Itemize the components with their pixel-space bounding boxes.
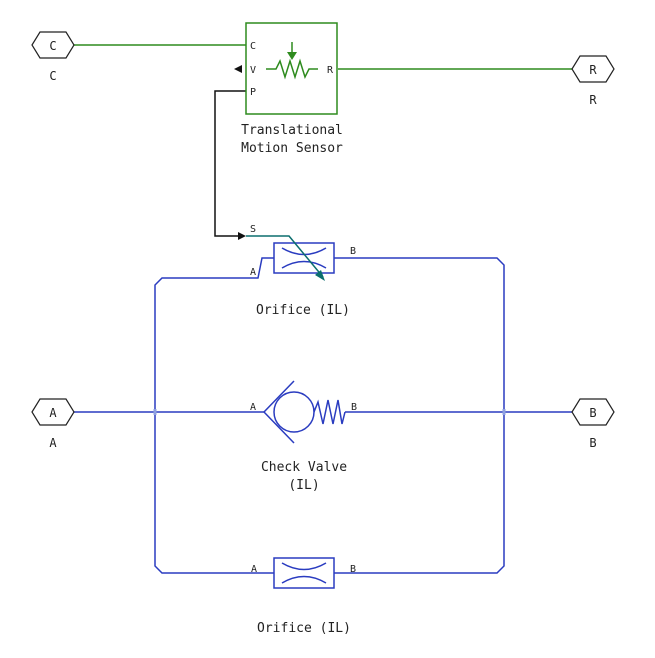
port-b-caption: B bbox=[589, 436, 596, 450]
orifice-top-lower-arc bbox=[281, 260, 327, 269]
port-r-caption: R bbox=[589, 93, 597, 107]
orifice-top-pin-a: A bbox=[250, 267, 256, 278]
port-r[interactable]: R bbox=[571, 55, 615, 83]
port-b[interactable]: B bbox=[571, 398, 615, 426]
wire-p-to-orifice-s[interactable] bbox=[214, 90, 246, 237]
orifice-variable-arrow-icon bbox=[315, 270, 325, 281]
port-b-label: B bbox=[589, 406, 596, 420]
port-c-label: C bbox=[49, 39, 56, 53]
wire-left-loop[interactable] bbox=[154, 257, 274, 574]
port-a-caption: A bbox=[49, 436, 57, 450]
potentiometer-icon bbox=[266, 42, 318, 80]
orifice-bottom-block[interactable]: A B bbox=[251, 557, 356, 589]
check-valve-pin-b: B bbox=[351, 402, 357, 413]
wire-right-loop[interactable] bbox=[334, 257, 505, 574]
port-r-label: R bbox=[589, 63, 597, 77]
orifice-bottom-upper-arc bbox=[281, 562, 327, 571]
orifice-top-block[interactable]: S A B bbox=[246, 224, 356, 281]
sensor-pin-r: R bbox=[327, 65, 334, 76]
port-a-label: A bbox=[49, 406, 57, 420]
check-valve-name-line2: (IL) bbox=[288, 478, 319, 493]
v-output-arrow-icon bbox=[234, 65, 242, 73]
sensor-pin-p: P bbox=[250, 87, 256, 98]
orifice-bottom-pin-a: A bbox=[251, 564, 257, 575]
port-c[interactable]: C bbox=[31, 31, 75, 59]
orifice-top-pin-s: S bbox=[250, 224, 256, 235]
orifice-variable-line bbox=[246, 235, 324, 278]
orifice-top-name: Orifice (IL) bbox=[256, 303, 350, 318]
check-valve-pin-a: A bbox=[250, 402, 256, 413]
orifice-bottom-pin-b: B bbox=[350, 564, 356, 575]
check-valve-name-line1: Check Valve bbox=[261, 460, 347, 475]
check-valve-block[interactable]: A B bbox=[250, 380, 357, 444]
sensor-name-line1: Translational bbox=[241, 123, 343, 138]
sensor-pin-v: V bbox=[250, 65, 256, 76]
sensor-name-line2: Motion Sensor bbox=[241, 141, 343, 156]
orifice-top-pin-b: B bbox=[350, 246, 356, 257]
signal-arrow-icon bbox=[238, 232, 246, 240]
translational-motion-sensor-block[interactable]: C V P R bbox=[245, 22, 338, 115]
check-valve-ball bbox=[273, 391, 315, 433]
spring-icon bbox=[313, 399, 346, 425]
sensor-pin-c: C bbox=[250, 41, 256, 52]
check-valve-seat bbox=[262, 380, 295, 444]
port-a[interactable]: A bbox=[31, 398, 75, 426]
orifice-bottom-name: Orifice (IL) bbox=[257, 621, 351, 636]
port-c-caption: C bbox=[49, 69, 56, 83]
orifice-bottom-lower-arc bbox=[281, 575, 327, 584]
